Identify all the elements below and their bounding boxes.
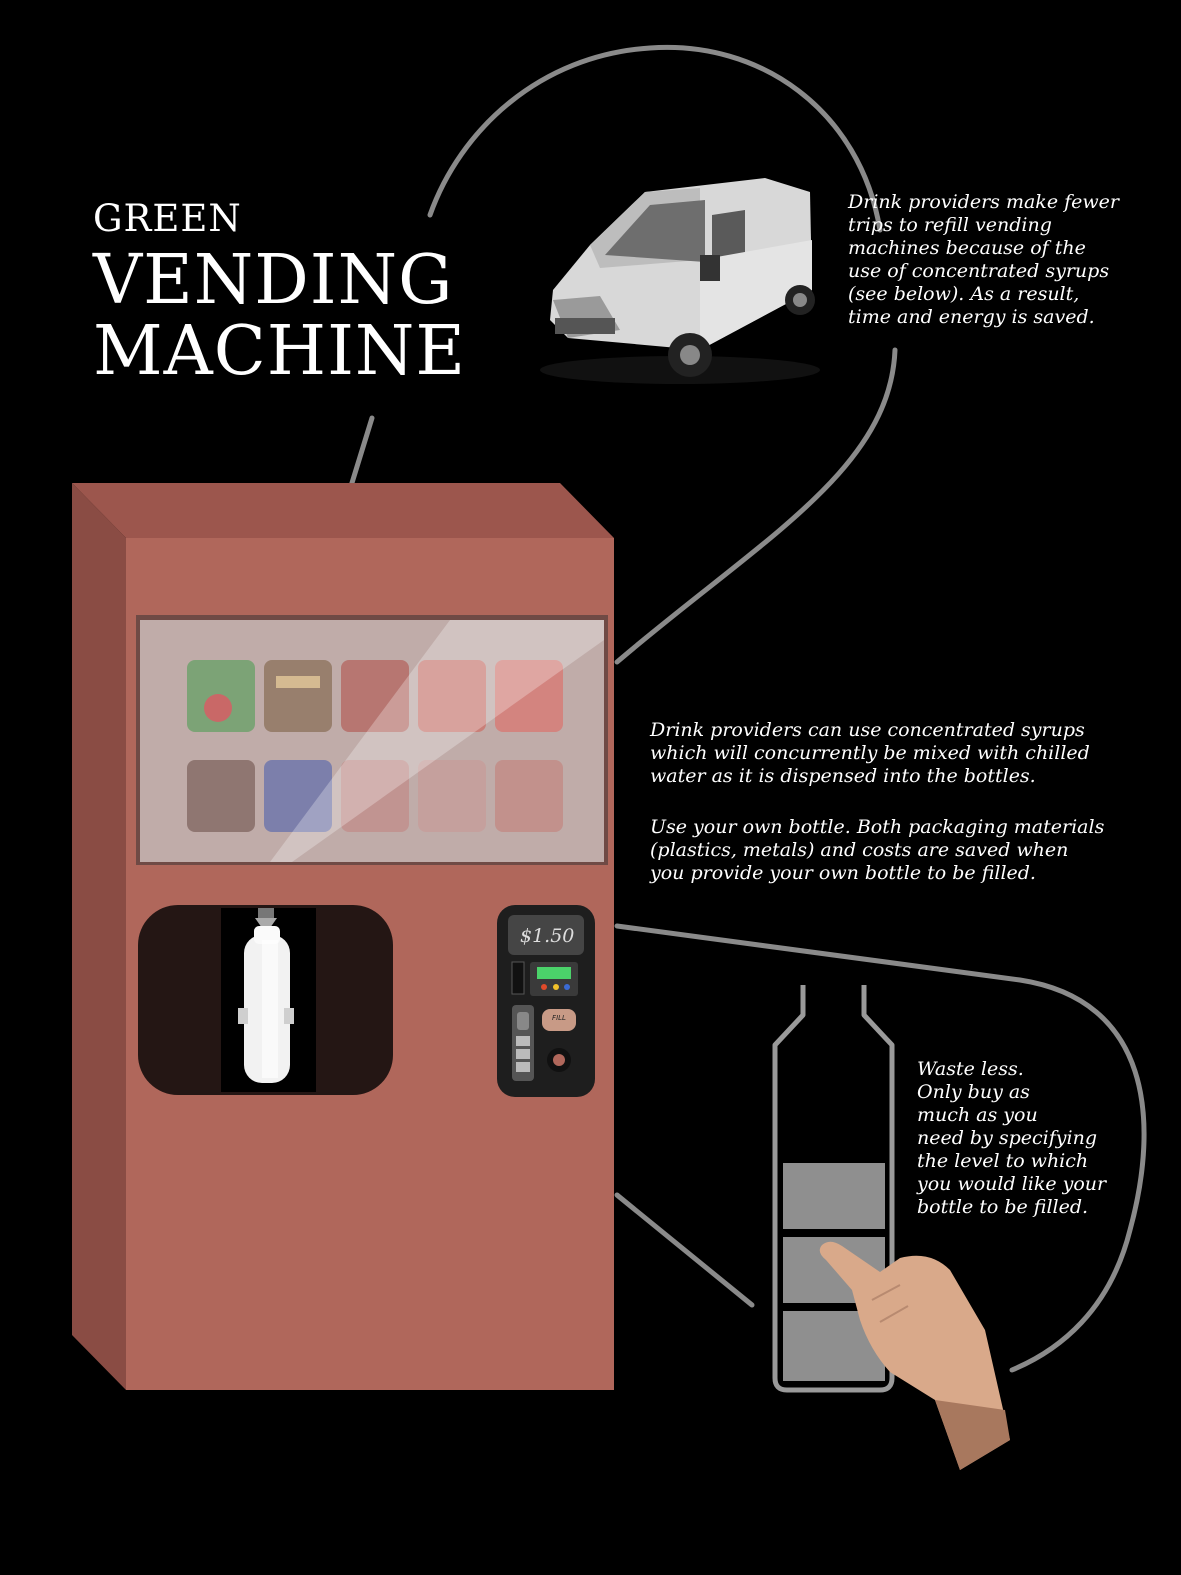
machine-top: [72, 483, 614, 538]
title-machine: MACHINE: [93, 312, 467, 391]
connector-dispenser-to-bottle: [614, 1192, 755, 1308]
delivery-van-icon: [540, 178, 820, 384]
water-bottle-icon: [238, 926, 294, 1083]
connector-lines: [332, 44, 1147, 1373]
product-display-window: [136, 615, 608, 865]
connector-panel-to-bottle: [614, 923, 1147, 1373]
note-own-bottle: Use your own bottle. Both packaging mate…: [650, 816, 1105, 884]
price-display: $1.50: [520, 925, 575, 947]
vending-machine: [72, 483, 614, 1390]
control-panel: [497, 905, 595, 1097]
dispenser-bay: [138, 905, 393, 1095]
note-concentrated-syrups: Drink providers can use concentrated syr…: [650, 719, 1090, 787]
fill-button-label: FILL: [552, 1014, 566, 1022]
bottle-fill-level-icon: [772, 985, 895, 1393]
pointing-hand-icon: [819, 1241, 1010, 1470]
connector-top-loop: [427, 44, 883, 233]
fill-button: [542, 1009, 576, 1031]
connector-van-to-screen: [614, 347, 898, 665]
note-fewer-trips: Drink providers make fewer trips to refi…: [848, 191, 1119, 328]
note-waste-less: Waste less. Only buy as much as you need…: [917, 1058, 1107, 1218]
machine-side: [72, 483, 126, 1390]
title-vending: VENDING: [93, 241, 454, 320]
drink-cans: [187, 660, 563, 832]
title-green: GREEN: [93, 197, 242, 240]
